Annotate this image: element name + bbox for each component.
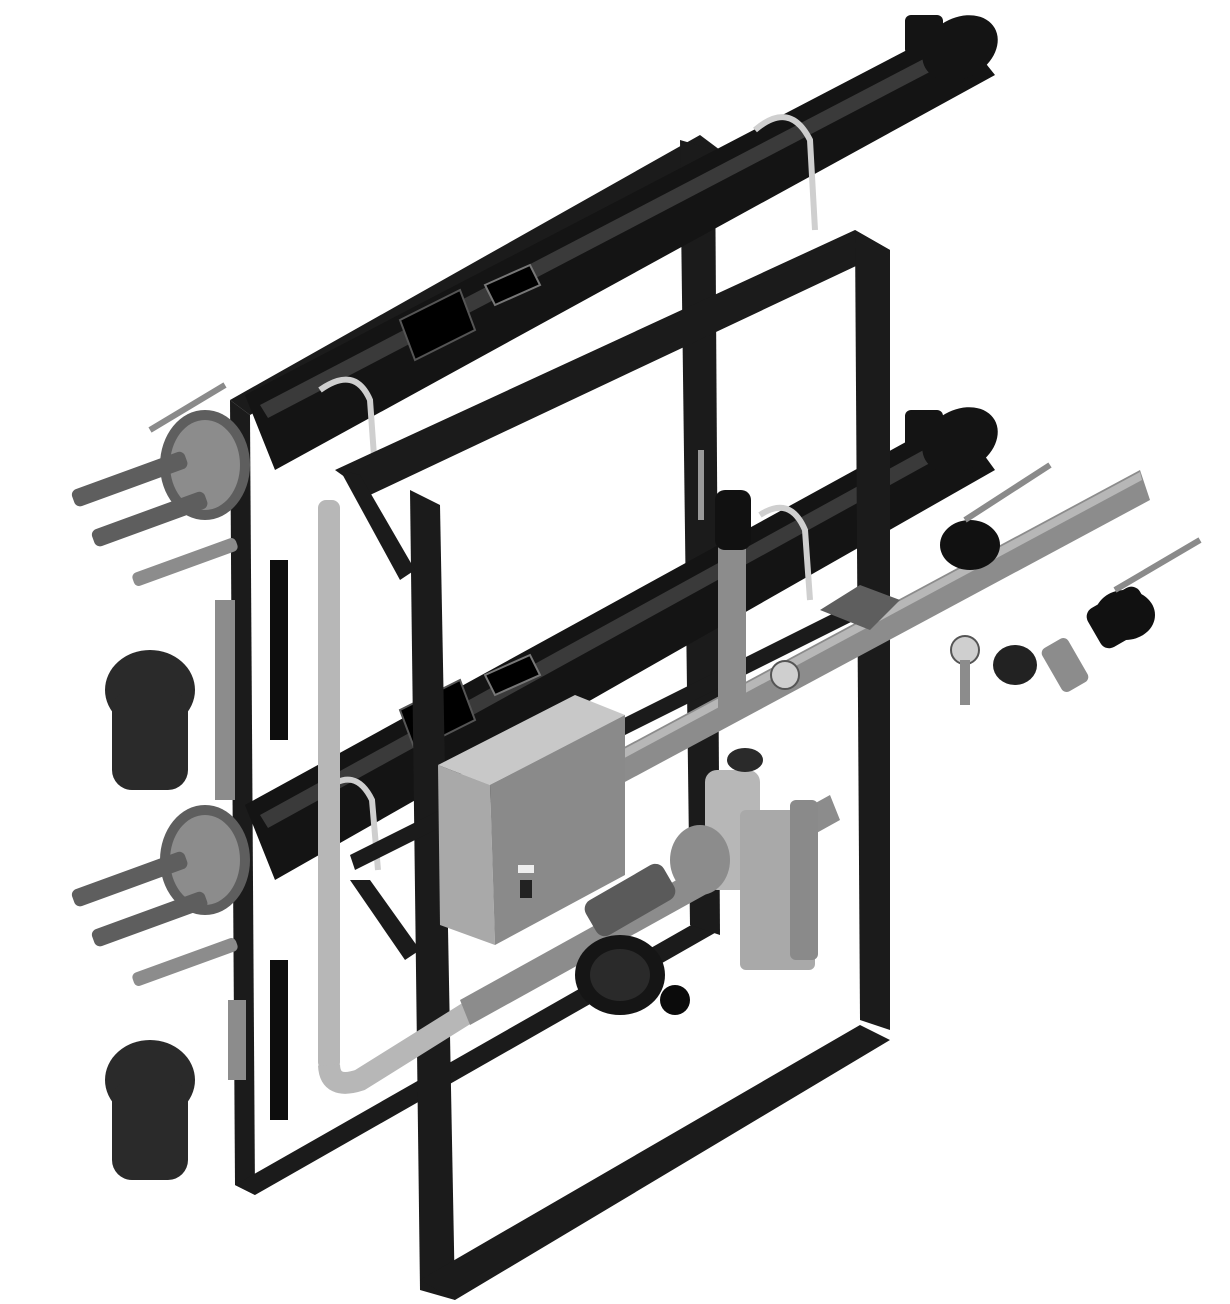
gauge-icon-1: [770, 660, 800, 690]
selector-switch-icon: [520, 880, 532, 898]
ball-valves-right: [820, 462, 1202, 685]
bypass-pipe: [318, 500, 486, 1094]
gauge-icon-2: [950, 635, 980, 665]
inlet-pipe-end: [1041, 586, 1154, 692]
pressure-gauges: [770, 635, 980, 705]
left-manifolds: [71, 382, 288, 1180]
circulation-pump: [575, 863, 690, 1015]
control-box: [438, 695, 625, 945]
uv-sensor-riser: [698, 450, 751, 710]
flow-meter-assembly: [670, 748, 818, 970]
ball-valve-icon-upper: [940, 520, 1000, 570]
upper-uv-chamber: [160, 15, 998, 520]
